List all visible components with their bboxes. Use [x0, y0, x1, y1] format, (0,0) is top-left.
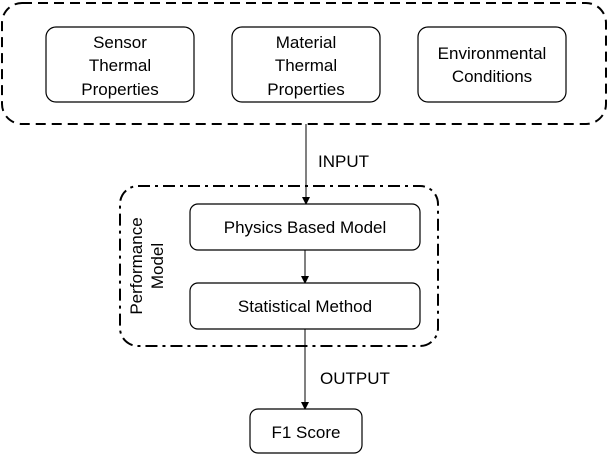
performance-model-line-2: Model: [148, 243, 167, 289]
performance-model-group-box: [119, 185, 439, 347]
material-line-3: Properties: [267, 80, 344, 99]
material-thermal-box: [231, 26, 381, 103]
statistical-method-label: Statistical Method: [238, 297, 372, 316]
sensor-line-2: Thermal: [89, 56, 151, 75]
environment-line-1: Environmental: [438, 44, 547, 63]
f1-score-box: [249, 408, 363, 454]
performance-model-line-1: Performance: [127, 217, 146, 314]
sensor-line-1: Sensor: [93, 33, 147, 52]
sensor-thermal-box: [45, 26, 195, 103]
material-line-2: Thermal: [275, 56, 337, 75]
environmental-conditions-box: [417, 26, 567, 103]
f1-score-label: F1 Score: [272, 423, 341, 442]
sensor-line-3: Properties: [81, 80, 158, 99]
material-line-1: Material: [276, 33, 336, 52]
input-label: INPUT: [318, 152, 369, 171]
physics-based-model-label: Physics Based Model: [224, 218, 387, 237]
input-group-box: [1, 2, 607, 125]
environment-line-2: Conditions: [452, 67, 532, 86]
performance-model-label: Performance Model: [127, 217, 167, 314]
output-label: OUTPUT: [320, 369, 390, 388]
